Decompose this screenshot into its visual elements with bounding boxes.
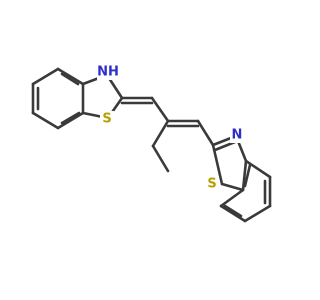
ethyl-bond xyxy=(151,119,170,148)
s-label-right: S xyxy=(207,177,216,192)
double-bond-inner xyxy=(223,204,243,218)
nh-label: NH xyxy=(97,65,119,80)
molecule-diagram: NH S N S xyxy=(31,64,272,223)
bond xyxy=(31,111,60,130)
atom-s-right: S xyxy=(205,176,219,192)
bond xyxy=(56,67,85,86)
bond xyxy=(244,159,272,179)
atom-n-right: N xyxy=(230,127,244,143)
atom-s-left: S xyxy=(100,111,114,127)
bond xyxy=(219,188,245,208)
bond xyxy=(56,111,85,130)
bond xyxy=(219,204,247,223)
bond xyxy=(31,67,60,86)
n-label-right: N xyxy=(232,128,243,143)
bond xyxy=(150,96,170,123)
s-label-left: S xyxy=(102,112,111,127)
double-bond-inner xyxy=(243,163,252,188)
atom-nh: NH xyxy=(97,64,119,80)
right-benzene-ring xyxy=(219,159,272,223)
double-bond xyxy=(213,140,237,152)
ethyl-bond xyxy=(151,144,170,173)
bond xyxy=(211,143,224,186)
double-bond-inner xyxy=(60,111,81,125)
structure-canvas: NH S N S xyxy=(31,64,272,223)
bond xyxy=(220,182,245,192)
bond xyxy=(243,204,272,223)
left-benzene-ring xyxy=(31,67,85,130)
bond xyxy=(241,159,248,192)
bond xyxy=(196,119,215,147)
double-bond-inner xyxy=(60,72,80,86)
linker-chain xyxy=(120,96,215,173)
